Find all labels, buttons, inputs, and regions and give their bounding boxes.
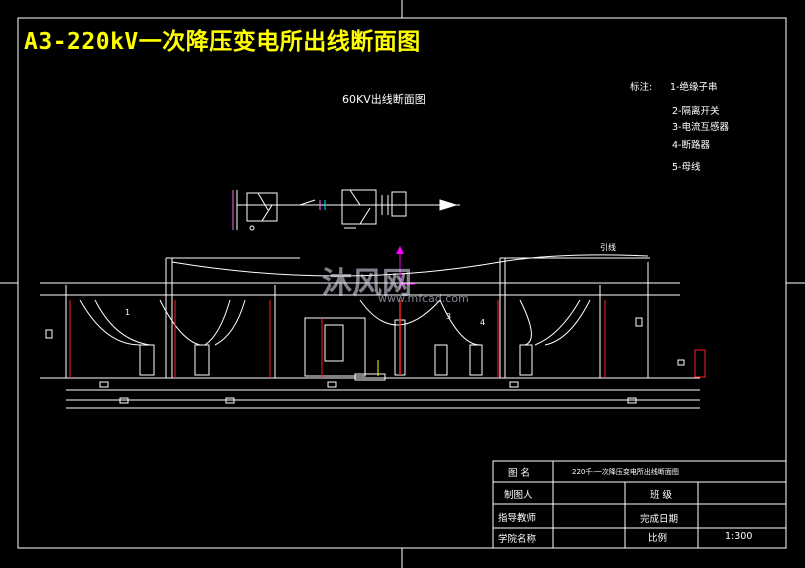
title-block-frame bbox=[492, 460, 787, 549]
marker-label-4: 4 bbox=[480, 318, 486, 327]
tb-date-label: 完成日期 bbox=[640, 514, 679, 525]
marker-label-1: 1 bbox=[125, 308, 131, 317]
legend-item: 3-电流互感器 bbox=[672, 122, 729, 133]
highlighted-conductors bbox=[69, 246, 706, 378]
legend-item: 5-母线 bbox=[672, 162, 701, 173]
watermark-url: www.mfcad.com bbox=[378, 292, 469, 305]
tb-advisor-label: 指导教师 bbox=[498, 513, 537, 524]
tb-reviewer-label: 学院名称 bbox=[498, 534, 537, 545]
watermark-text: 沐风网 bbox=[322, 266, 412, 301]
tb-scale-value: 1:300 bbox=[725, 531, 753, 542]
tb-drawing-name-label: 图 名 bbox=[508, 468, 531, 479]
tb-drawn-by-label: 制图人 bbox=[504, 490, 533, 501]
legend-item: 2-隔离开关 bbox=[672, 106, 720, 117]
wire-label: 引线 bbox=[600, 243, 616, 252]
drawing-title: A3-220kV一次降压变电所出线断面图 bbox=[24, 29, 421, 55]
section-title: 60KV出线断面图 bbox=[342, 93, 426, 106]
single-line-schematic bbox=[232, 189, 460, 231]
tb-scale-label: 比例 bbox=[648, 533, 668, 544]
tb-student-label: 班 级 bbox=[650, 490, 673, 501]
legend-item: 1-绝缘子串 bbox=[670, 82, 718, 93]
tb-drawing-name-value: 220千-一次降压变电所出线断面图 bbox=[572, 468, 679, 476]
gantry-structures bbox=[40, 254, 700, 409]
watermark: 沐风网 www.mfcad.com bbox=[322, 258, 469, 305]
marker-label-3: 3 bbox=[446, 312, 452, 321]
legend-item: 4-断路器 bbox=[672, 140, 710, 151]
legend-heading: 标注: bbox=[630, 82, 653, 93]
